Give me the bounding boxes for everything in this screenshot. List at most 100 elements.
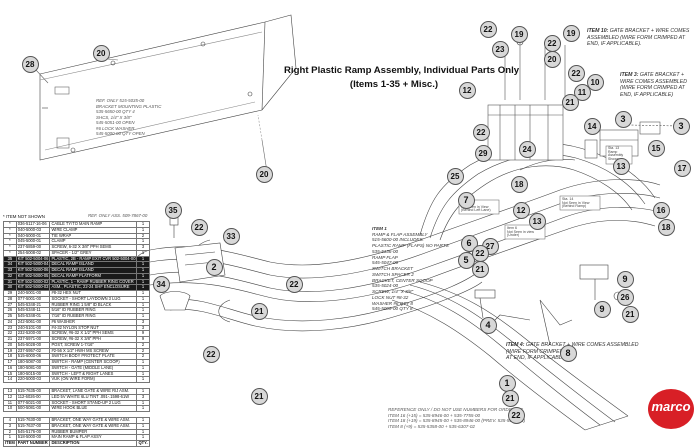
cell-qty: 1	[136, 238, 150, 245]
callout-19: 19	[510, 25, 528, 43]
cell-qty: 2	[136, 232, 150, 240]
callout-21: 21	[471, 260, 489, 278]
cell-part: KIT 502-5000-06	[15, 267, 51, 274]
note-item-4: ITEM 4: GATE BRACKET + WIRE COMES ASSEMB…	[506, 342, 639, 361]
diagram-stage: Right Plastic Ramp Assembly, Individual …	[3, 14, 694, 447]
cell-desc: PLASTIC, 2B - RAMP EXIT CVR 502-5004-00	[49, 255, 138, 263]
callout-12: 12	[512, 201, 530, 219]
header-cell: PART NUMBER	[15, 440, 51, 447]
callout-20: 20	[255, 165, 273, 183]
diagram-subtitle: (Items 1-35 + Misc.)	[349, 79, 439, 90]
cell-desc: BRACKET, ONE WAY GATE & WIRE ASM.	[49, 422, 138, 430]
callout-18: 18	[657, 218, 675, 236]
ordering-reference-footer: REFERENCE ONLY / DO NOT USE NUMBERS FOR …	[388, 407, 525, 430]
callout-19: 19	[562, 24, 580, 42]
callout-16: 16	[652, 201, 670, 219]
callout-14: 14	[583, 117, 601, 135]
callout-35: 35	[164, 201, 182, 219]
callout-22: 22	[479, 20, 497, 38]
callout-26: 26	[616, 288, 634, 306]
cell-qty: 1	[136, 249, 150, 257]
assembly-reference-note: REF. ONLY ASS. 509-7867-00	[88, 213, 148, 218]
item-not-shown-note: * ITEM NOT SHOWN	[3, 214, 45, 219]
cell-part: KIT 502-5000-05	[15, 272, 51, 280]
table-gap	[3, 382, 150, 389]
note-item-10: ITEM 10: GATE BRACKET + WIRE COMES ASSEM…	[587, 28, 690, 47]
callout-20: 20	[92, 44, 110, 62]
callout-18: 18	[510, 175, 528, 193]
table-gap	[3, 411, 150, 418]
callout-29: 29	[474, 144, 492, 162]
callout-10: 10	[586, 73, 604, 91]
gate-bracket-assembly	[474, 264, 623, 346]
diagram-title: Right Plastic Ramp Assembly, Individual …	[284, 65, 520, 76]
cell-qty: 3	[136, 244, 150, 251]
callout-33: 33	[222, 227, 240, 245]
cell-part: KIT 502-5000-02	[15, 278, 51, 286]
callout-9: 9	[593, 300, 611, 318]
cell-part: 036-5117-16-06	[15, 221, 51, 228]
callout-17: 17	[673, 159, 691, 177]
header-cell: QTY.	[136, 440, 150, 447]
callout-22: 22	[567, 64, 585, 82]
inset-label-c: Item 6 Not Seen in view (Under)	[507, 226, 534, 238]
cell-qty: 1	[136, 226, 150, 234]
callout-21: 21	[501, 389, 519, 407]
callout-20: 20	[543, 50, 561, 68]
cell-desc: ASM., PLASTIC, 22-24 SHF ENCLOSURE	[49, 284, 138, 291]
callout-21: 21	[621, 305, 639, 323]
mounting-bracket-plate	[39, 14, 297, 161]
callout-21: 21	[250, 302, 268, 320]
bracket-reference-note: REF. ONLY 515-5035-00 BRACKET MOUNTING P…	[96, 98, 162, 136]
inset-label-center: Sta. 13 Ramp Assembly Shown	[608, 146, 624, 161]
callout-9: 9	[616, 270, 634, 288]
callout-21: 21	[250, 387, 268, 405]
callout-3: 3	[614, 110, 632, 128]
cell-part: KIT 502-5000-03	[15, 284, 51, 291]
callout-34: 34	[152, 275, 170, 293]
callout-21: 21	[561, 93, 579, 111]
note-item-3: ITEM 3: GATE BRACKET + WIRE COMES ASSEMB…	[620, 72, 687, 98]
callout-25: 25	[446, 167, 464, 185]
callout-5: 5	[457, 251, 475, 269]
cell-desc: BRACKET, LANE GATE & WIRE RIJ ASM.	[49, 388, 138, 395]
callout-8: 8	[559, 344, 577, 362]
callout-13: 13	[528, 212, 546, 230]
callout-2: 2	[205, 258, 223, 276]
callout-22: 22	[285, 275, 303, 293]
cell-desc: PLASTIC, 1 - RAMP RUBBER RING COVER	[49, 278, 138, 286]
callout-22: 22	[507, 406, 525, 424]
callout-22: 22	[202, 345, 220, 363]
header-cell: ITEM	[3, 440, 17, 447]
callout-13: 13	[612, 157, 630, 175]
callout-22: 22	[190, 218, 208, 236]
callout-11: 11	[573, 83, 591, 101]
callout-22: 22	[543, 34, 561, 52]
callout-12: 12	[458, 81, 476, 99]
callout-22: 22	[472, 123, 490, 141]
cell-part: KIT 502-5004-06	[15, 255, 51, 263]
inset-label-b: Sta. 14 Not Seen in View (Behind Ramp)	[562, 197, 590, 209]
cell-desc: LED 5V WHITE 6LU TINT .091-.1598-61W	[49, 393, 138, 401]
callout-7: 7	[457, 191, 475, 209]
callout-1: 1	[498, 374, 516, 392]
callout-15: 15	[647, 139, 665, 157]
callout-28: 28	[21, 55, 39, 73]
exploded-view-drawing	[35, 14, 681, 431]
note-item-1: ITEM 1 RAMP & FLAP ASSEMBLY 515-5600-00 …	[372, 226, 449, 312]
